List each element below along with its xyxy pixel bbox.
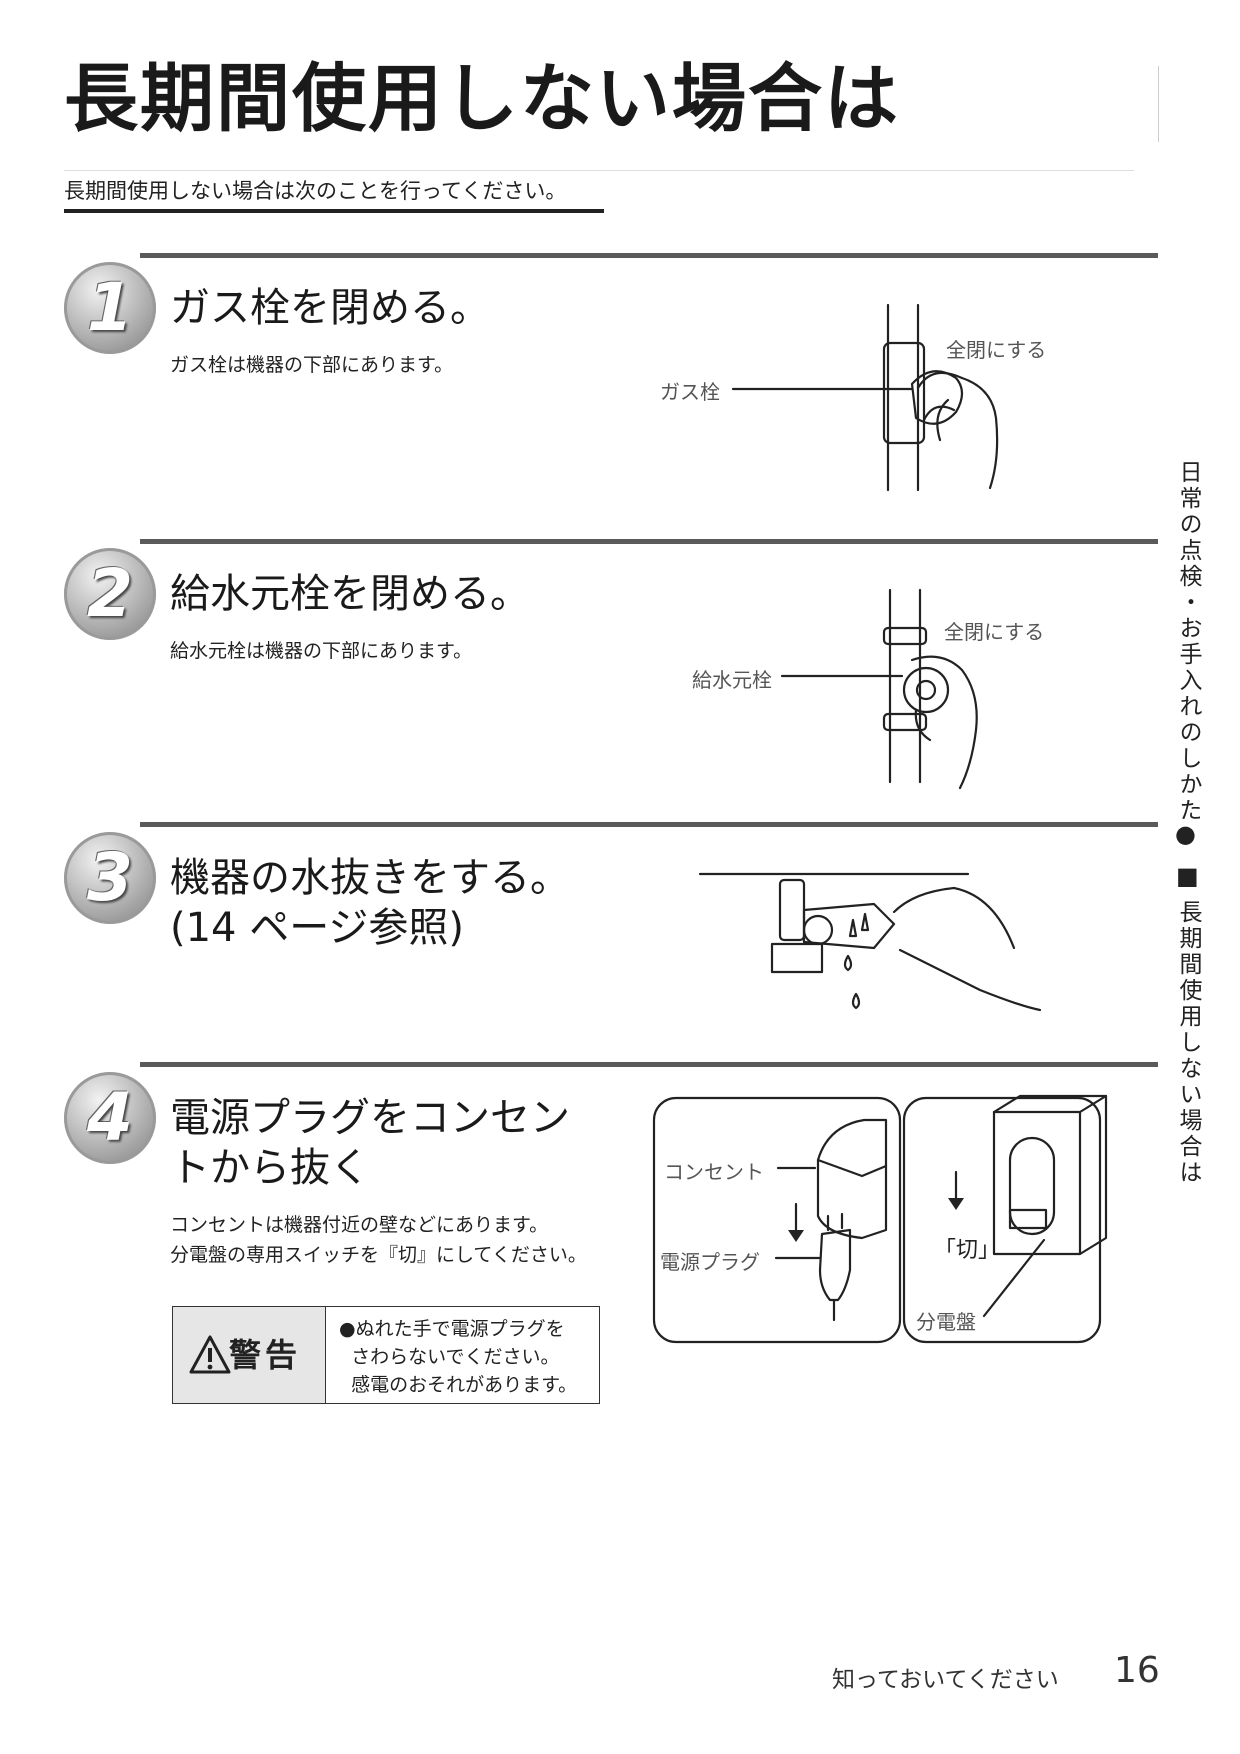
step-4-callout-panel: 分電盤 [916, 1310, 976, 1334]
step-2-rule [140, 539, 1158, 544]
step-3-badge: 3 [64, 832, 156, 924]
step-1-rule [140, 253, 1158, 258]
side-label-top: 日常の点検・お手入れのしかた [1175, 460, 1201, 824]
side-square: ■ [1176, 862, 1199, 890]
title-edge-mark [1158, 66, 1159, 142]
step-1-description: ガス栓は機器の下部にあります。 [170, 354, 454, 376]
step-2-description: 給水元栓は機器の下部にあります。 [170, 640, 473, 662]
step-3-title-line1: 機器の水抜きをする。 [170, 855, 570, 901]
step-1-callout-part: ガス栓 [660, 380, 720, 404]
warning-box: 警告 ●ぬれた手で電源プラグを さわらないでください。 感電のおそれがあります。 [172, 1306, 600, 1404]
step-4-description-line2: 分電盤の専用スイッチを『切』にしてください。 [170, 1244, 587, 1266]
warning-text: ●ぬれた手で電源プラグを さわらないでください。 感電のおそれがあります。 [339, 1318, 578, 1396]
step-4-badge: 4 [64, 1072, 156, 1164]
step-4-description-line1: コンセントは機器付近の壁などにあります。 [170, 1214, 549, 1236]
title-divider [64, 170, 1134, 171]
step-4-callout-plug: 電源プラグ [660, 1250, 760, 1274]
step-4-rule [140, 1062, 1158, 1067]
footer-text: 知っておいてください [832, 1667, 1059, 1693]
step-2-callout-part: 給水元栓 [692, 668, 772, 692]
step-4-title-line2: トから抜く [170, 1145, 370, 1191]
step-2-badge: 2 [64, 548, 156, 640]
warning-label: 警告 [229, 1336, 302, 1374]
step-1-callout-action: 全閉にする [946, 338, 1047, 362]
side-bullet: ● [1175, 820, 1196, 848]
page-number: 16 [1114, 1650, 1160, 1691]
step-2-title: 給水元栓を閉める。 [170, 571, 530, 617]
step-1-title: ガス栓を閉める。 [170, 285, 490, 331]
step-4-callout-off: 「切」 [934, 1238, 1001, 1263]
step-1-badge: 1 [64, 262, 156, 354]
warning-label-cell: 警告 [173, 1307, 326, 1403]
step-4-callout-outlet: コンセント [664, 1160, 764, 1184]
page-title: 長期間使用しない場合は [64, 56, 900, 142]
lead-text: 長期間使用しない場合は次のことを行ってください。 [64, 179, 567, 203]
step-3-rule [140, 822, 1158, 827]
step-2-callout-action: 全閉にする [944, 620, 1045, 644]
side-label-bottom: 長期間使用しない場合は [1175, 900, 1201, 1186]
step-4-title-line1: 電源プラグをコンセン [170, 1095, 570, 1141]
lead-underline [64, 209, 604, 213]
step-3-title-line2: (14 ページ参照) [170, 905, 465, 951]
warning-triangle-icon [189, 1335, 231, 1374]
